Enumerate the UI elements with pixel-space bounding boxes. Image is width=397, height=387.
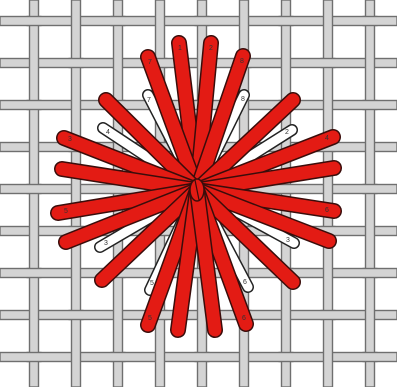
stitch-number-label: 5 bbox=[148, 315, 152, 322]
canvas-weave-crossing bbox=[279, 17, 294, 26]
canvas-weave-crossing bbox=[363, 353, 378, 362]
canvas-weave-crossing bbox=[321, 311, 336, 320]
stitch-number-label: 7 bbox=[148, 59, 152, 66]
canvas-weave-crossing bbox=[363, 101, 378, 110]
canvas-weave-crossing bbox=[27, 353, 42, 362]
canvas-weave-crossing bbox=[195, 353, 210, 362]
canvas-weave-crossing bbox=[27, 17, 42, 26]
canvas-weave-crossing bbox=[69, 311, 84, 320]
stitch-number-label: 4 bbox=[106, 129, 110, 136]
canvas-weave-crossing bbox=[111, 353, 126, 362]
canvas-weave-crossing bbox=[27, 269, 42, 278]
stitch-number-label: 3 bbox=[286, 237, 290, 244]
canvas-weave-crossing bbox=[111, 17, 126, 26]
canvas-weave-crossing bbox=[195, 17, 210, 26]
stitch-number-label: 2 bbox=[285, 129, 289, 136]
stitch-number-label: 8 bbox=[241, 96, 245, 103]
stitch-number-label: 7 bbox=[147, 97, 151, 104]
canvas-weave-crossing bbox=[279, 185, 294, 194]
canvas-weave-crossing bbox=[27, 185, 42, 194]
canvas-weave-crossing bbox=[363, 269, 378, 278]
stitch-number-label: 6 bbox=[243, 279, 247, 286]
canvas-weave-crossing bbox=[27, 101, 42, 110]
stitch-number-label: 3 bbox=[104, 240, 108, 247]
stitch-number-label: 6 bbox=[325, 207, 329, 214]
canvas-weave-crossing bbox=[69, 59, 84, 68]
canvas-weave-crossing bbox=[363, 17, 378, 26]
stitch-number-label: 5 bbox=[64, 208, 68, 215]
stitch-number-label: 4 bbox=[325, 135, 329, 142]
stitch-number-label: 5 bbox=[150, 280, 154, 287]
stitch-number-label: 2 bbox=[209, 45, 213, 52]
canvas-weave-crossing bbox=[321, 59, 336, 68]
stitch-number-label: 3 bbox=[68, 136, 72, 143]
stitch-number-label: 8 bbox=[240, 58, 244, 65]
canvas-weave-crossing bbox=[279, 353, 294, 362]
stitch-number-label: 1 bbox=[178, 45, 182, 52]
canvas-weave-crossing bbox=[363, 185, 378, 194]
stitch-number-label: 6 bbox=[242, 315, 246, 322]
